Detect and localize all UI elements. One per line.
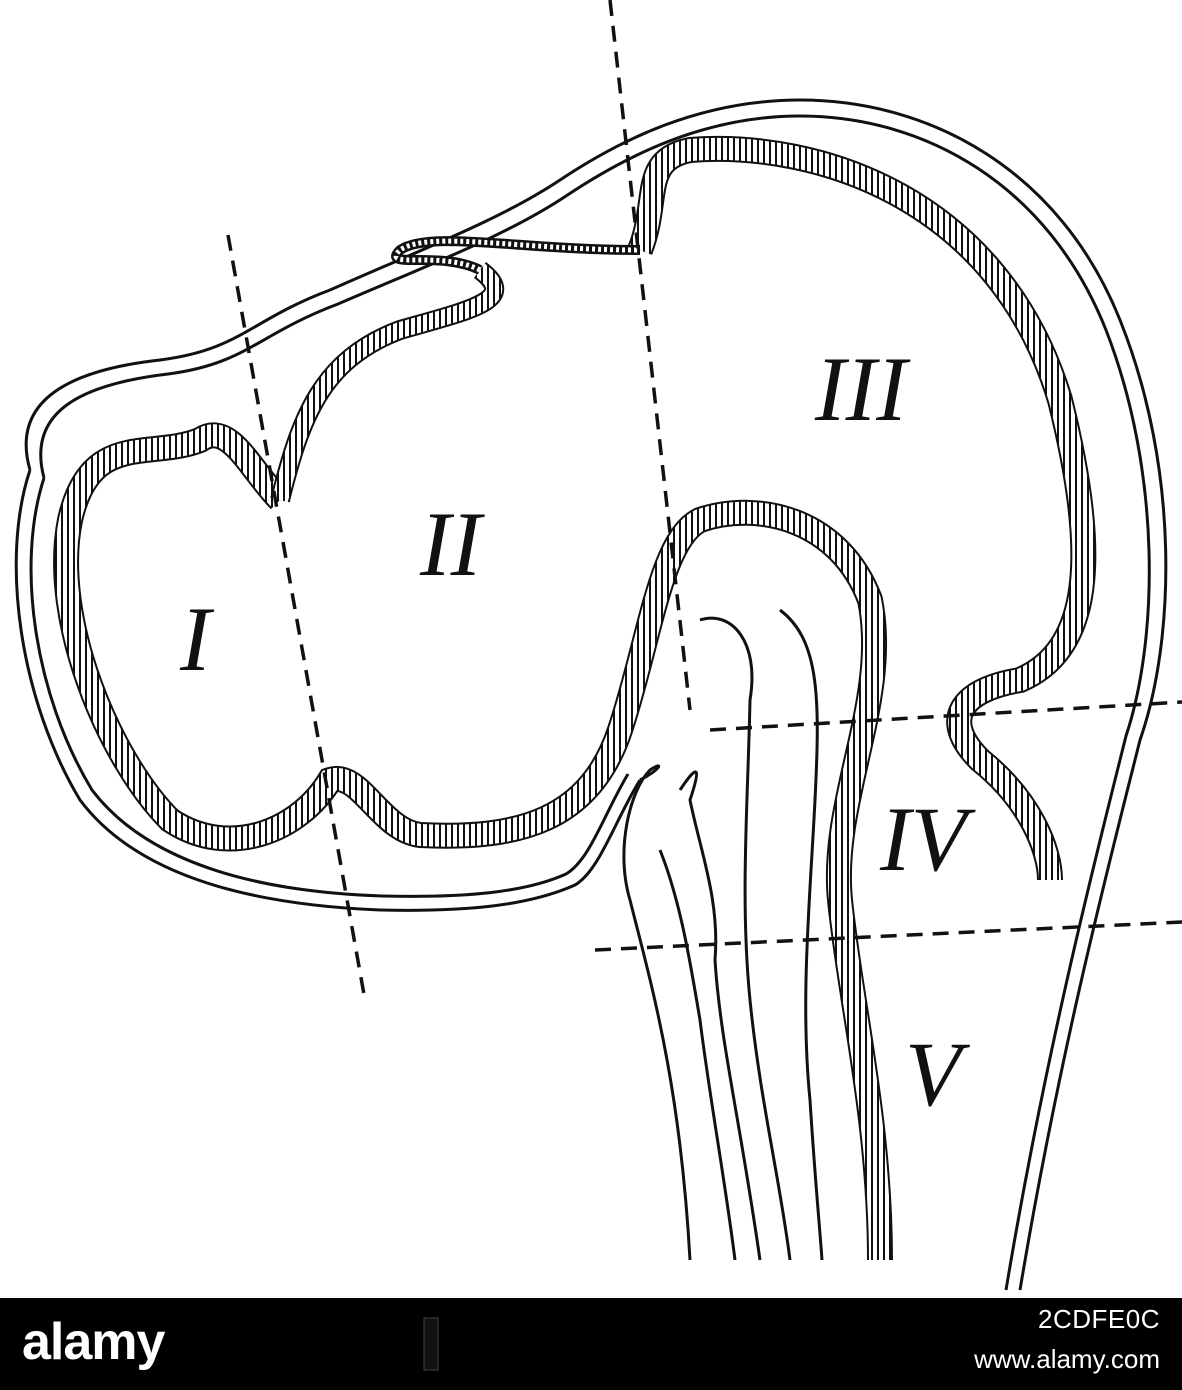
region-label-4: IV [879,788,977,890]
neural-wall [53,136,1097,1261]
diagram-svg: I II III IV V [14,0,1182,1291]
region-label-1: I [179,588,215,690]
brand-logo-icon [423,1317,439,1371]
site-url: www.alamy.com [974,1344,1160,1374]
outer-membrane [14,98,1168,1291]
brand-wordmark: alamy [22,1313,165,1371]
region-label-3: III [814,338,911,440]
watermark-bar: alamy 2CDFE0C www.alamy.com [0,1298,1182,1390]
region-label-5: V [905,1023,971,1125]
thin-roof [391,236,641,275]
division-lines [226,0,1182,1001]
ventral-folds [622,608,824,1261]
region-label-2: II [419,493,486,595]
image-id: 2CDFE0C [1038,1304,1160,1334]
embryonic-brain-diagram: I II III IV V [14,0,1182,1291]
